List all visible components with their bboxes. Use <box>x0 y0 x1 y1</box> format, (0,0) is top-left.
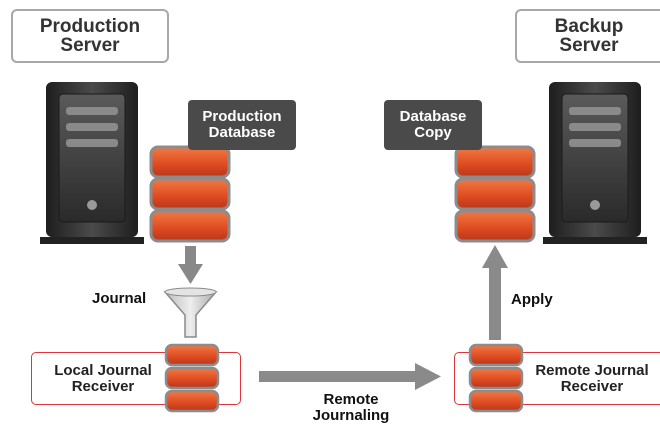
remote-journal-disks-icon <box>468 343 524 413</box>
remote-journaling-line1: Remote <box>323 391 379 408</box>
remote-journaling-arrow <box>259 363 441 390</box>
remote-journal-receiver-line2: Receiver <box>560 378 624 395</box>
production-database-label-line1: Production <box>202 108 282 125</box>
database-copy-label-line1: Database <box>399 108 467 125</box>
production-database-icon <box>149 145 231 243</box>
journal-arrow-down <box>178 246 203 284</box>
remote-journaling-line2: Journaling <box>312 407 390 424</box>
journal-label: Journal <box>92 290 147 307</box>
database-copy-label-line2: Copy <box>414 124 452 141</box>
production-server-title-text: Production Server <box>39 16 141 56</box>
remote-journaling-label: Remote Journaling <box>296 392 406 424</box>
production-server-title: Production Server <box>11 9 169 63</box>
backup-server-icon <box>543 82 647 244</box>
local-journal-receiver-line1: Local Journal <box>54 362 152 379</box>
backup-server-title: Backup Server <box>515 9 660 63</box>
apply-arrow-up <box>482 245 508 340</box>
local-journal-receiver-label: Local Journal Receiver <box>38 363 168 395</box>
production-database-label-line2: Database <box>208 124 276 141</box>
database-copy-label: Database Copy <box>384 100 482 150</box>
local-journal-receiver-line2: Receiver <box>71 378 135 395</box>
funnel-icon <box>163 287 218 338</box>
production-server-icon <box>40 82 144 244</box>
local-journal-disks-icon <box>164 343 220 413</box>
production-database-label: Production Database <box>188 100 296 150</box>
remote-journal-receiver-line1: Remote Journal <box>535 362 649 379</box>
backup-server-title-text: Backup Server <box>554 16 624 56</box>
remote-journal-receiver-label: Remote Journal Receiver <box>523 363 660 395</box>
apply-label: Apply <box>511 291 553 308</box>
database-copy-icon <box>454 145 536 243</box>
